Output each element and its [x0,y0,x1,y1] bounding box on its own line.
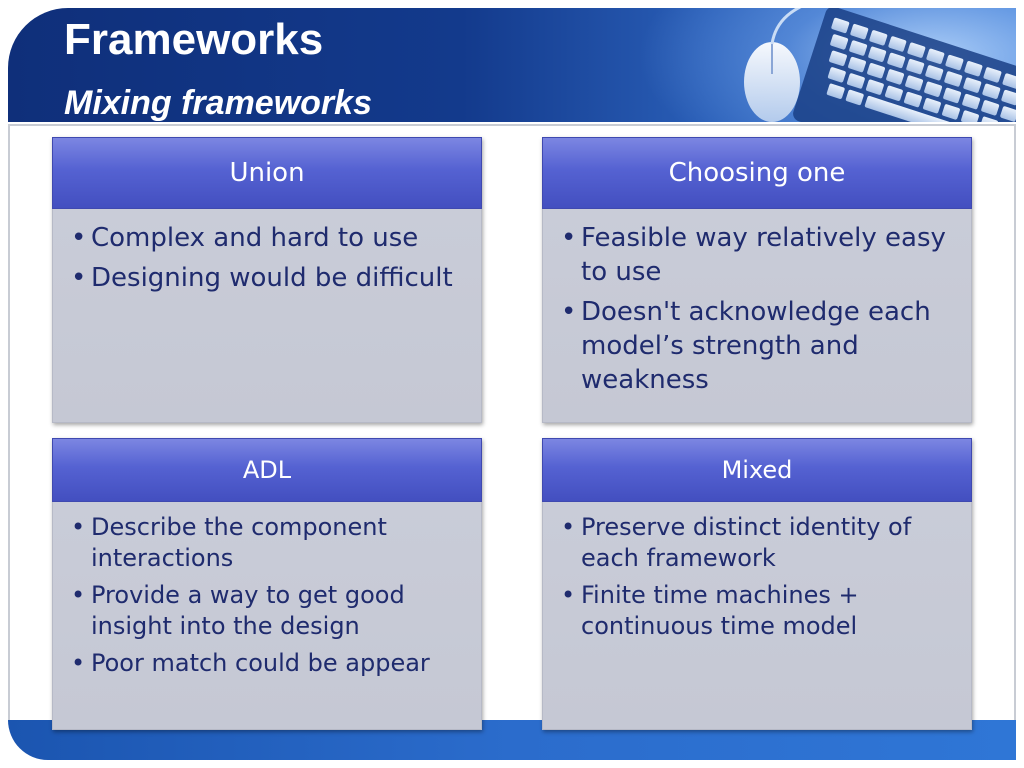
list-item: •Describe the component interactions [67,512,467,574]
bullet-icon: • [71,263,87,293]
slide-title: Frameworks [64,15,324,64]
bullet-icon: • [561,513,576,541]
card-choosing-one: Choosing one •Feasible way relatively ea… [542,137,972,423]
bullet-icon: • [561,297,577,327]
list-item: •Designing would be difficult [67,261,467,295]
card-body: •Describe the component interactions •Pr… [52,502,482,730]
card-heading: ADL [52,438,482,502]
bullet-icon: • [561,581,576,609]
list-item: •Finite time machines + continuous time … [557,580,957,642]
card-body: •Feasible way relatively easy to use •Do… [542,209,972,423]
list-item: •Poor match could be appear [67,648,467,679]
bullet-text: Complex and hard to use [91,223,419,253]
card-heading: Union [52,137,482,209]
bullet-list: •Complex and hard to use •Designing woul… [67,221,467,295]
bullet-icon: • [71,223,87,253]
bullet-text: Poor match could be appear [91,649,430,677]
bullet-text: Feasible way relatively easy to use [581,223,946,287]
list-item: •Doesn't acknowledge each model’s streng… [557,295,957,397]
bullet-text: Doesn't acknowledge each model’s strengt… [581,297,931,395]
list-item: •Complex and hard to use [67,221,467,255]
card-body: •Preserve distinct identity of each fram… [542,502,972,730]
list-item: •Preserve distinct identity of each fram… [557,512,957,574]
list-item: •Feasible way relatively easy to use [557,221,957,289]
card-body: •Complex and hard to use •Designing woul… [52,209,482,423]
keyboard-icon [744,8,1016,122]
card-adl: ADL •Describe the component interactions… [52,438,482,730]
card-heading: Mixed [542,438,972,502]
bullet-text: Describe the component interactions [91,513,387,572]
card-heading: Choosing one [542,137,972,209]
card-union: Union •Complex and hard to use •Designin… [52,137,482,423]
slide-subtitle: Mixing frameworks [64,84,372,122]
mouse-icon [744,8,802,122]
bullet-text: Designing would be difficult [91,263,453,293]
bullet-icon: • [71,513,86,541]
header-band: Frameworks Mixing frameworks [8,8,1016,122]
bullet-icon: • [71,649,86,677]
bullet-text: Finite time machines + continuous time m… [581,581,859,640]
bullet-list: •Describe the component interactions •Pr… [67,512,467,679]
bullet-list: •Feasible way relatively easy to use •Do… [557,221,957,397]
bullet-icon: • [71,581,86,609]
bullet-text: Preserve distinct identity of each frame… [581,513,912,572]
bullet-text: Provide a way to get good insight into t… [91,581,405,640]
bullet-list: •Preserve distinct identity of each fram… [557,512,957,642]
bullet-icon: • [561,223,577,253]
list-item: •Provide a way to get good insight into … [67,580,467,642]
card-mixed: Mixed •Preserve distinct identity of eac… [542,438,972,730]
